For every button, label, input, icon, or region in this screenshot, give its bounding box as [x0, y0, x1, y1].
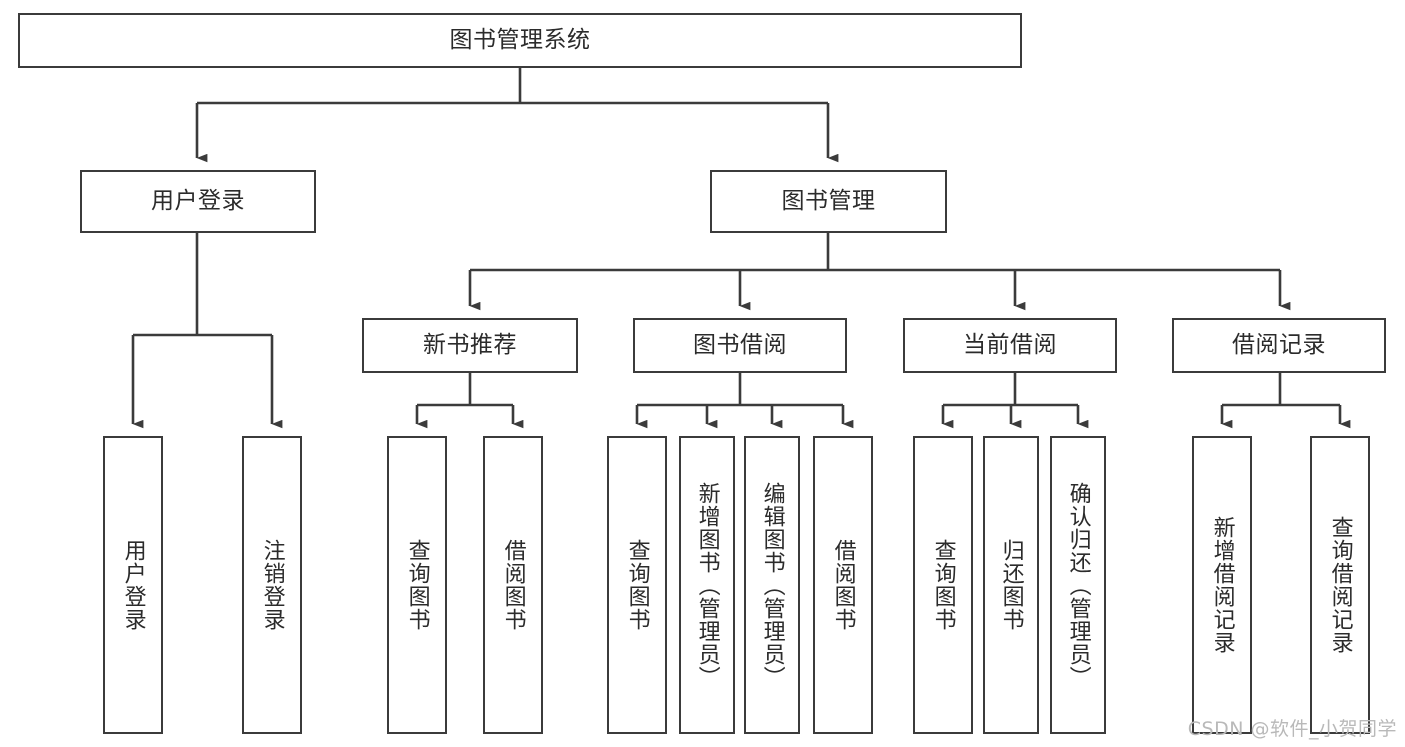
- node-new-book-recommend[interactable]: 新书推荐: [362, 318, 578, 373]
- leaf-add-borrow-record[interactable]: 新增借阅记录: [1192, 436, 1252, 734]
- leaf-add-book-admin[interactable]: 新增图书（管理员）: [679, 436, 735, 734]
- leaf-edit-book-admin[interactable]: 编辑图书（管理员）: [744, 436, 800, 734]
- leaf-confirm-return-admin[interactable]: 确认归还（管理员）: [1050, 436, 1106, 734]
- node-current-borrow[interactable]: 当前借阅: [903, 318, 1117, 373]
- node-label: 图书管理系统: [449, 27, 591, 54]
- node-user-login[interactable]: 用户登录: [80, 170, 316, 233]
- leaf-query-book-recommend[interactable]: 查询图书: [387, 436, 447, 734]
- node-label: 新增图书（管理员）: [694, 481, 720, 689]
- node-label: 确认归还（管理员）: [1065, 481, 1091, 689]
- leaf-return-book[interactable]: 归还图书: [983, 436, 1039, 734]
- node-label: 图书管理: [781, 188, 876, 215]
- node-label: 新书推荐: [423, 332, 517, 359]
- node-label: 借阅记录: [1232, 332, 1326, 359]
- node-label: 查询图书: [624, 539, 650, 631]
- node-root-book-management-system[interactable]: 图书管理系统: [18, 13, 1022, 68]
- node-label: 新增借阅记录: [1209, 516, 1235, 654]
- node-label: 图书借阅: [693, 332, 787, 359]
- node-label: 查询借阅记录: [1327, 516, 1353, 654]
- leaf-query-book-borrow[interactable]: 查询图书: [607, 436, 667, 734]
- leaf-borrow-book[interactable]: 借阅图书: [813, 436, 873, 734]
- node-label: 查询图书: [930, 539, 956, 631]
- leaf-query-borrow-record[interactable]: 查询借阅记录: [1310, 436, 1370, 734]
- node-label: 编辑图书（管理员）: [759, 481, 785, 689]
- node-book-management[interactable]: 图书管理: [710, 170, 947, 233]
- leaf-user-login[interactable]: 用户登录: [103, 436, 163, 734]
- node-label: 归还图书: [998, 539, 1024, 631]
- leaf-logout[interactable]: 注销登录: [242, 436, 302, 734]
- node-book-borrow[interactable]: 图书借阅: [633, 318, 847, 373]
- node-label: 注销登录: [259, 539, 285, 631]
- node-label: 借阅图书: [500, 539, 526, 631]
- node-label: 用户登录: [120, 539, 146, 631]
- node-label: 当前借阅: [963, 332, 1057, 359]
- node-borrow-records[interactable]: 借阅记录: [1172, 318, 1386, 373]
- node-label: 查询图书: [404, 539, 430, 631]
- csdn-watermark: CSDN @软件_小贺同学: [1187, 718, 1397, 740]
- node-label: 借阅图书: [830, 539, 856, 631]
- leaf-query-book-current[interactable]: 查询图书: [913, 436, 973, 734]
- leaf-borrow-book-recommend[interactable]: 借阅图书: [483, 436, 543, 734]
- node-label: 用户登录: [151, 188, 245, 215]
